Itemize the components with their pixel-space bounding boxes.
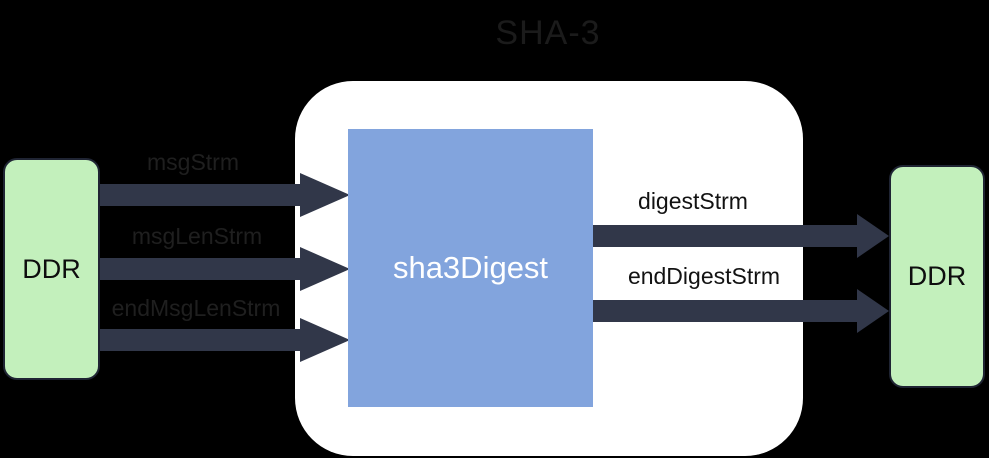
sha3digest-module-box: sha3Digest (348, 129, 593, 407)
ddr-right-box: DDR (889, 165, 985, 388)
msgstrm-arrowhead-icon (300, 173, 350, 217)
digeststrm-arrow (593, 214, 889, 258)
endmsglenstrm-arrow-shaft (100, 329, 300, 351)
msgstrm-arrow-shaft (100, 184, 300, 206)
ddr-left-label: DDR (22, 253, 81, 284)
ddr-left-box: DDR (3, 158, 100, 380)
enddigeststrm-arrow (593, 289, 889, 333)
sha3digest-module-label: sha3Digest (392, 250, 549, 285)
msgstrm-arrow (100, 173, 350, 217)
digeststrm-arrow-shaft (593, 225, 858, 247)
msglenstrm-label: msgLenStrm (131, 223, 263, 249)
enddigeststrm-label: endDigestStrm (627, 263, 781, 289)
msglenstrm-arrowhead-icon (300, 247, 350, 291)
endmsglenstrm-arrowhead-icon (300, 318, 350, 362)
enddigeststrm-arrow-shaft (593, 300, 858, 322)
endmsglenstrm-label: endMsgLenStrm (111, 295, 281, 321)
enddigeststrm-arrowhead-icon (857, 289, 889, 333)
msgstrm-label: msgStrm (147, 149, 239, 175)
diagram-title: SHA-3 (495, 14, 601, 52)
ddr-right-label: DDR (907, 261, 967, 291)
digeststrm-label: digestStrm (638, 188, 748, 214)
msglenstrm-arrow (100, 247, 350, 291)
endmsglenstrm-arrow (100, 318, 350, 362)
msglenstrm-arrow-shaft (100, 258, 300, 280)
digeststrm-arrowhead-icon (857, 214, 889, 258)
